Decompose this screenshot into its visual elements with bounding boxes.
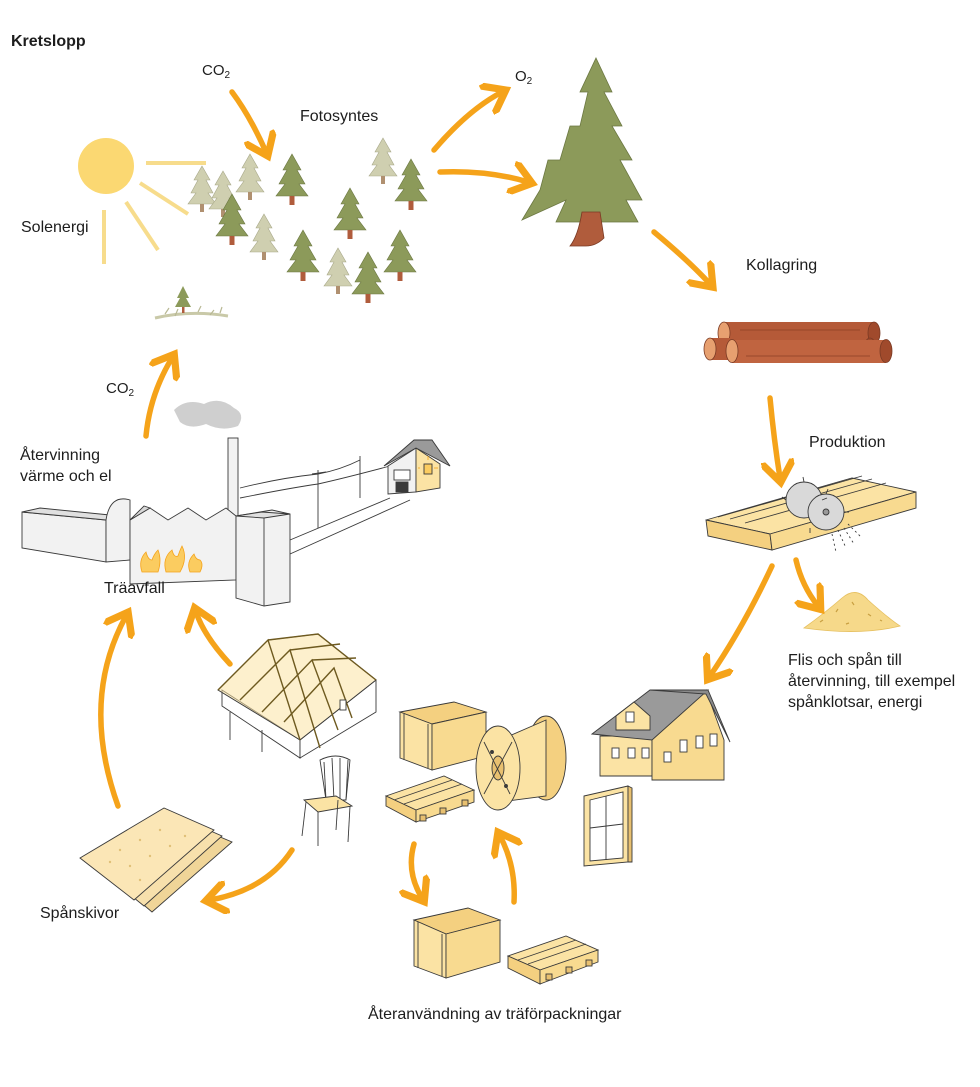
atervinning-label: Återvinning värme och el	[20, 445, 112, 487]
arrow-board-to-waste	[98, 616, 126, 809]
crate-icon	[398, 701, 488, 771]
chair-icon	[301, 755, 354, 846]
produktion-label: Produktion	[809, 434, 886, 451]
sapling-icon	[154, 286, 229, 320]
ateranvandning-label: Återanvändning av träförpackningar	[368, 1006, 622, 1023]
arrow-co2-to-forest	[229, 89, 266, 152]
particle-board-icon	[79, 807, 233, 913]
power-plant-icon	[21, 400, 291, 607]
pallet-icon	[506, 935, 600, 985]
sawmill-icon	[705, 475, 917, 553]
arrow-tree-to-logs	[651, 229, 710, 284]
atervinning-line-1: Återvinning	[20, 447, 101, 464]
large-tree-icon	[520, 57, 643, 247]
cable-reel-icon	[475, 715, 567, 811]
flis-label: Flis och spån till återvinning, till exe…	[788, 650, 955, 713]
arrow-truss-to-waste	[196, 612, 233, 667]
traavfall-label: Träavfall	[104, 580, 165, 597]
flis-line-1: Flis och spån till	[788, 652, 902, 669]
kollagring-label: Kollagring	[746, 257, 818, 274]
arrow-crate-up	[500, 836, 514, 905]
fotosyntes-label: Fotosyntes	[300, 108, 379, 125]
cycle-arrows	[98, 89, 818, 905]
pallet-icon	[384, 775, 476, 823]
arrow-crate-down	[411, 841, 422, 898]
flis-line-3: spånklotsar, energi	[788, 694, 923, 711]
small-house-icon	[383, 439, 451, 495]
roof-truss-icon	[217, 633, 377, 759]
diagram-title: Kretslopp	[11, 33, 86, 50]
house-icon	[590, 689, 731, 781]
atervinning-line-2: värme och el	[20, 468, 112, 485]
power-line-icon	[239, 456, 411, 555]
co2-label-top: CO2	[202, 62, 231, 81]
sawdust-pile-icon	[802, 592, 901, 632]
arrow-plant-to-co2	[143, 358, 172, 439]
forest-icon	[187, 137, 428, 304]
solenergi-label: Solenergi	[21, 219, 89, 236]
arrow-chair-to-board	[210, 847, 295, 900]
logs-icon	[703, 321, 893, 363]
arrow-forest-to-tree	[437, 172, 528, 182]
spanskivor-label: Spånskivor	[40, 905, 120, 922]
crate-icon	[412, 907, 502, 979]
arrow-forest-to-o2	[431, 92, 502, 153]
arrow-sawmill-to-sawdust	[793, 557, 818, 606]
co2-label-left: CO2	[106, 380, 135, 399]
o2-label: O2	[515, 68, 533, 87]
arrow-sawmill-to-house	[710, 563, 775, 676]
window-frame-icon	[583, 785, 633, 867]
flis-line-2: återvinning, till exempel	[788, 673, 956, 690]
arrow-logs-to-sawmill	[770, 395, 780, 478]
sun-icon	[78, 138, 206, 264]
